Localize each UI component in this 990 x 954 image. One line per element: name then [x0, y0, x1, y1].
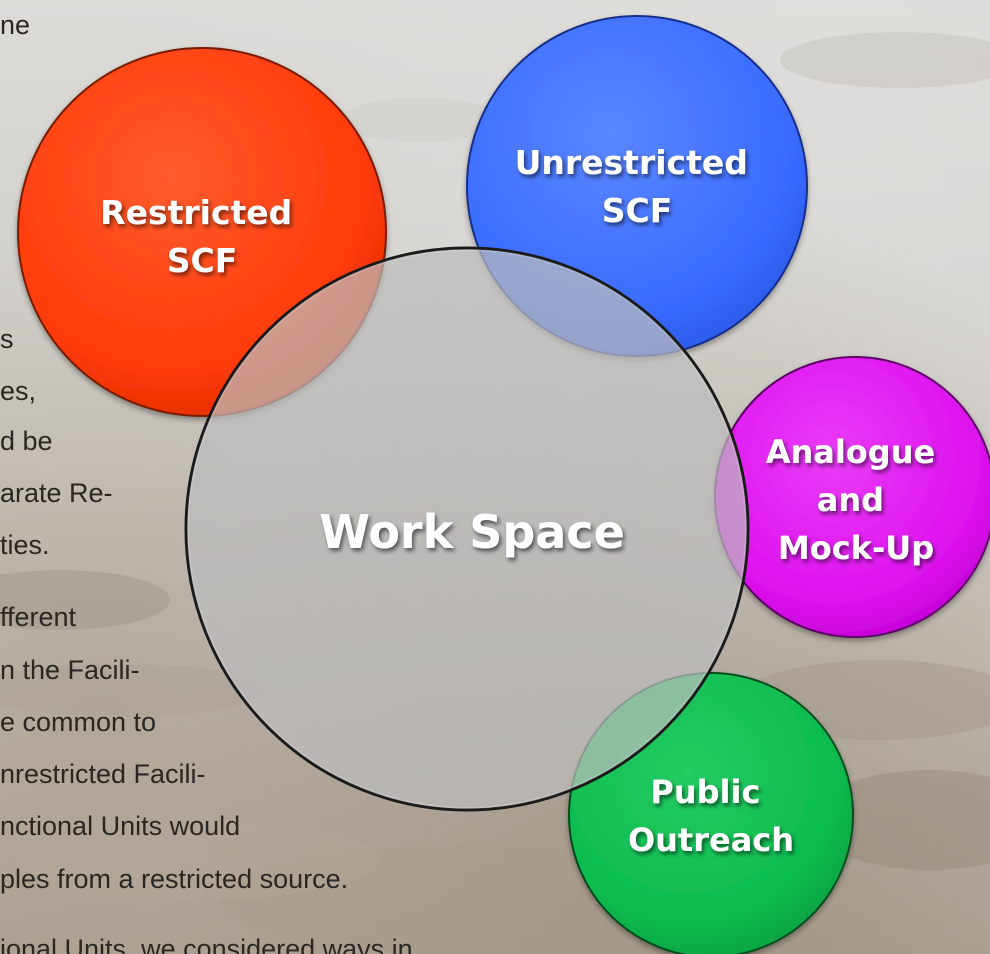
svg-text:Unrestricted SCF: Unrestricted SCF: [515, 143, 760, 230]
unrestricted-scf-label-line2: SCF: [602, 191, 673, 230]
analogue-label-line3: Mock-Up: [778, 529, 934, 567]
public-outreach-label-line2: Outreach: [628, 821, 794, 859]
public-outreach-label-line1: Public: [650, 773, 760, 811]
work-space-node: Work Space: [184, 246, 750, 812]
background-paragraph-line: e common to: [0, 707, 157, 737]
background-paragraph-line: ne: [0, 10, 31, 40]
svg-text:Public Outreach: Public Outreach: [628, 773, 794, 859]
background-paragraph-line: d be: [0, 426, 53, 456]
background-paragraph-line: fferent: [0, 602, 77, 632]
restricted-scf-label-line2: SCF: [167, 241, 238, 280]
background-paragraph-line: ples from a restricted source.: [0, 864, 349, 894]
unrestricted-scf-label-line1: Unrestricted: [515, 143, 748, 182]
analogue-label-line1: Analogue: [766, 433, 935, 471]
restricted-scf-label-line1: Restricted: [100, 193, 292, 232]
background-paragraph-line: n the Facili-: [0, 655, 140, 685]
background-paragraph-line: nctional Units would: [0, 811, 241, 841]
background-paragraph-line: nrestricted Facili-: [0, 759, 206, 789]
svg-text:Analogue and M: Analogue and Mock-Up: [766, 433, 947, 567]
background-paragraph-line: arate Re-: [0, 478, 113, 508]
analogue-mock-up-node: Analogue and Mock-Up: [714, 356, 990, 638]
background-paragraph-line: es,: [0, 376, 37, 406]
work-space-label: Work Space: [319, 505, 625, 559]
analogue-label-line2: and: [817, 481, 884, 519]
background-paragraph-line: ional Units, we considered ways in: [0, 934, 413, 954]
background-paragraph-line: ties.: [0, 530, 50, 560]
background-paragraph-line: s: [0, 324, 14, 354]
svg-text:Restricted SCF: Restricted SCF: [100, 193, 304, 280]
